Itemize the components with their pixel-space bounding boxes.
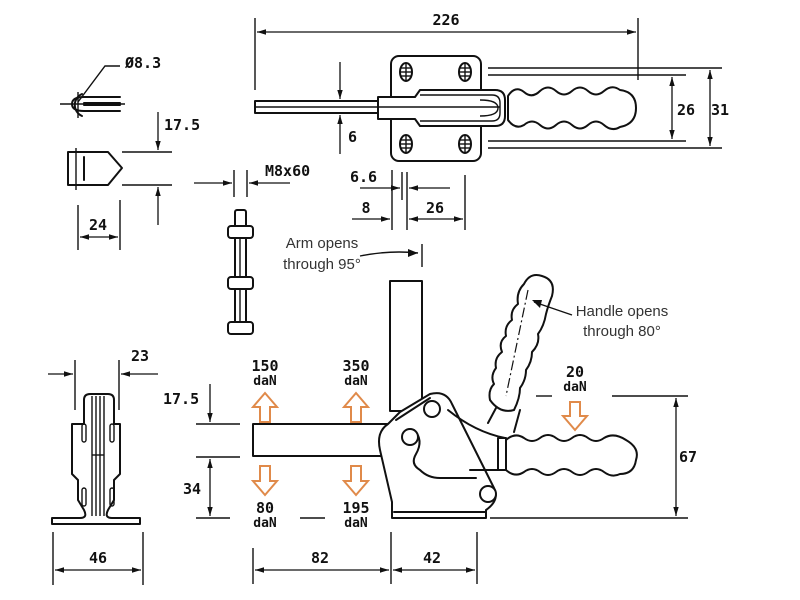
- arrow-down-icon: [341, 465, 371, 497]
- force-down-left-value: 80: [256, 499, 274, 517]
- dim-bolt-size: M8x60: [265, 162, 310, 180]
- mounting-hole-icons: [399, 62, 472, 154]
- mounting-hole-icon: [399, 134, 413, 154]
- force-up-right-value: 350: [342, 357, 369, 375]
- clamp-arm: [252, 423, 389, 457]
- opened-arm: [389, 280, 423, 412]
- dim-handle-height-side: 67: [679, 448, 697, 466]
- handle-grip-top: [507, 86, 637, 131]
- dim-hole-pitch: 26: [426, 199, 444, 217]
- dim-base-height: 31: [711, 101, 729, 119]
- pivot-pin-bottom: [479, 485, 497, 503]
- dim-end-base-width: 46: [89, 549, 107, 567]
- dim-base-length: 42: [423, 549, 441, 567]
- arm-opens-note-line2: through 95°: [283, 256, 361, 273]
- arm-opens-note-line1: Arm opens: [286, 235, 359, 252]
- arrow-down-icon: [250, 465, 280, 497]
- arrow-up-icon: [341, 391, 371, 423]
- dim-arm-length: 82: [311, 549, 329, 567]
- top-view: 226 26 31 6: [254, 11, 729, 230]
- dim-handle-height: 26: [677, 101, 695, 119]
- spindle-body: [67, 151, 123, 186]
- force-up-left-unit: daN: [253, 374, 277, 389]
- clamp-end-body: [51, 393, 141, 525]
- dim-end-top-width: 23: [131, 347, 149, 365]
- force-handle-value: 20: [566, 363, 584, 381]
- dim-arm-thickness: 6: [348, 128, 357, 146]
- mounting-hole-icon: [399, 62, 413, 82]
- force-down-left-unit: daN: [253, 516, 277, 531]
- dim-arm-offset: 8: [361, 199, 370, 217]
- dim-overall-length: 226: [432, 11, 459, 29]
- dim-hole-offset: 6.6: [350, 168, 377, 186]
- linkage-top: [377, 89, 506, 127]
- force-down-right-value: 195: [342, 499, 369, 517]
- arrow-down-icon: [560, 401, 590, 432]
- dim-arm-above: 17.5: [163, 390, 199, 408]
- dim-pin-diameter: Ø8.3: [124, 54, 161, 72]
- handle-opens-note-line1: Handle opens: [576, 303, 669, 320]
- bolt-icon: [227, 209, 254, 335]
- handle-grip-open: [488, 274, 554, 412]
- force-up-right-unit: daN: [344, 374, 368, 389]
- spindle-detail: Ø8.3 17.5 24 M8x60: [60, 54, 310, 335]
- dim-arm-below: 34: [183, 480, 201, 498]
- force-indicators: 150 daN 350 daN 80 daN 195 daN 20 daN: [250, 357, 590, 531]
- force-handle-unit: daN: [563, 380, 587, 395]
- force-down-right-unit: daN: [344, 516, 368, 531]
- pivot-pin-top: [423, 400, 441, 418]
- clamp-base-body: [378, 392, 497, 519]
- dim-spindle-width: 17.5: [164, 116, 200, 134]
- pivot-pin-left: [401, 428, 419, 446]
- arrow-up-icon: [250, 391, 280, 423]
- end-view: 23 46: [48, 347, 158, 585]
- handle-opens-note-line2: through 80°: [583, 323, 661, 340]
- handle-grip-closed: [505, 434, 638, 477]
- mounting-hole-icon: [458, 62, 472, 82]
- dim-spindle-length: 24: [89, 216, 107, 234]
- force-up-left-value: 150: [251, 357, 278, 375]
- mounting-hole-icon: [458, 134, 472, 154]
- side-view: Arm opens through 95° 17.5 34 Handl: [163, 235, 697, 584]
